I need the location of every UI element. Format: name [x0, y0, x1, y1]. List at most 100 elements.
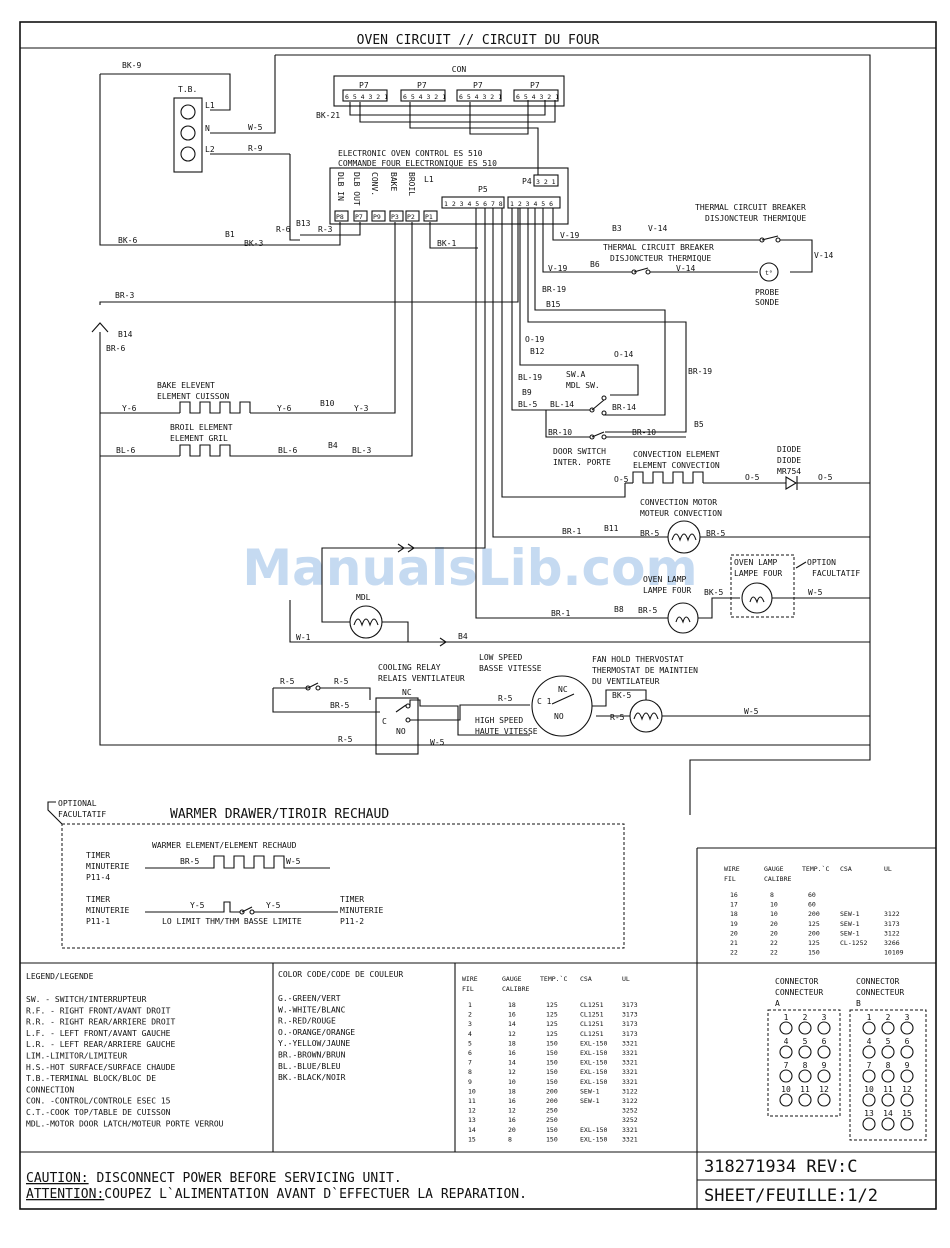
svg-text:A: A [775, 999, 780, 1008]
svg-text:SW.A: SW.A [566, 370, 585, 379]
svg-text:O-5: O-5 [818, 473, 833, 482]
svg-text:OVEN LAMP: OVEN LAMP [643, 575, 687, 584]
svg-text:P4: P4 [522, 177, 532, 186]
table-cell: 19 [730, 920, 738, 928]
table-cell: 200 [808, 929, 820, 937]
svg-text:BR-5: BR-5 [180, 857, 199, 866]
svg-text:ELEMENT GRIL: ELEMENT GRIL [170, 434, 228, 443]
table-header: GAUGE [502, 975, 522, 983]
svg-text:RELAIS VENTILATEUR: RELAIS VENTILATEUR [378, 674, 465, 683]
control-terminal-label: P9 [373, 213, 381, 221]
table-cell: 10 [770, 901, 778, 909]
table-cell: 3 [468, 1020, 472, 1028]
table-cell: 3122 [884, 929, 900, 937]
control-terminal-label: P3 [391, 213, 399, 221]
connector-pin-label: 1 [867, 1013, 872, 1022]
table-cell: 150 [546, 1049, 558, 1057]
svg-text:V-14: V-14 [814, 251, 833, 260]
color-code-item: BL.-BLUE/BLEU [278, 1062, 341, 1071]
svg-text:COOLING RELAY: COOLING RELAY [378, 663, 441, 672]
table-cell: 125 [546, 1020, 558, 1028]
table-cell: 16 [508, 1116, 516, 1124]
table-cell: 150 [546, 1068, 558, 1076]
svg-text:V-14: V-14 [676, 264, 695, 273]
svg-text:BR-5: BR-5 [330, 701, 349, 710]
svg-text:C 1: C 1 [537, 697, 552, 706]
table-header: CALIBRE [502, 985, 529, 993]
svg-text:DOOR SWITCH: DOOR SWITCH [553, 447, 606, 456]
connector-pin [817, 1021, 831, 1035]
table-cell: EXL-150 [580, 1135, 607, 1143]
svg-text:THERMOSTAT DE MAINTIEN: THERMOSTAT DE MAINTIEN [592, 666, 698, 675]
legend: LEGEND/LEGENDE SW. - SWITCH/INTERRUPTEUR… [26, 972, 224, 1128]
table-cell: 9 [468, 1078, 472, 1086]
color-code-item: BK.-BLACK/NOIR [278, 1073, 346, 1082]
table-cell: 6 [468, 1049, 472, 1057]
svg-text:HAUTE VITESSE: HAUTE VITESSE [475, 727, 538, 736]
svg-text:LAMPE FOUR: LAMPE FOUR [643, 586, 691, 595]
fan-speed-switch-icon: NC C 1 NO [531, 675, 593, 737]
connector-pin [862, 1021, 876, 1035]
table-cell: 3321 [622, 1049, 638, 1057]
table-header: CSA [840, 865, 852, 873]
relay-switch [305, 682, 321, 691]
svg-text:Y-5: Y-5 [266, 901, 281, 910]
svg-text:B14: B14 [118, 330, 133, 339]
connector-pin-label: 3 [905, 1013, 910, 1022]
svg-text:HIGH SPEED: HIGH SPEED [475, 716, 523, 725]
svg-text:ELEMENT CUISSON: ELEMENT CUISSON [157, 392, 229, 401]
table-cell: 125 [808, 939, 820, 947]
table-cell: 3122 [884, 910, 900, 918]
table-cell: 150 [546, 1059, 558, 1067]
table-cell: 20 [770, 929, 778, 937]
svg-text:THERMAL CIRCUIT BREAKER: THERMAL CIRCUIT BREAKER [603, 243, 714, 252]
connector-pin-label: 7 [784, 1061, 789, 1070]
svg-text:MDL SW.: MDL SW. [566, 381, 600, 390]
svg-text:CONVECTION MOTOR: CONVECTION MOTOR [640, 498, 717, 507]
svg-text:Y-5: Y-5 [190, 901, 205, 910]
table-cell: 8 [508, 1135, 512, 1143]
connector-pin [862, 1045, 876, 1059]
table-cell: SEW-1 [840, 910, 860, 918]
svg-text:B3: B3 [612, 224, 622, 233]
svg-text:BR-19: BR-19 [542, 285, 566, 294]
connector-pin-label: 13 [864, 1109, 874, 1118]
svg-text:ELECTRONIC OVEN CONTROL ES 510: ELECTRONIC OVEN CONTROL ES 510 [338, 149, 483, 158]
connector-pin [817, 1069, 831, 1083]
svg-text:B10: B10 [320, 399, 335, 408]
connector-pin [900, 1093, 914, 1107]
control-column-label: CONV. [370, 172, 379, 196]
svg-text:OVEN LAMP: OVEN LAMP [734, 558, 778, 567]
svg-text:WARMER ELEMENT/ELEMENT RECHAUD: WARMER ELEMENT/ELEMENT RECHAUD [152, 841, 297, 850]
svg-text:DIODE: DIODE [777, 456, 801, 465]
con-port-pins: 6 5 4 3 2 1 [345, 93, 388, 101]
connector-pin-label: 12 [902, 1085, 912, 1094]
table-cell: EXL-150 [580, 1039, 607, 1047]
connector-pin-label: 5 [803, 1037, 808, 1046]
table-cell: 150 [546, 1135, 558, 1143]
table-cell: 3122 [622, 1087, 638, 1095]
table-cell: 18 [508, 1001, 516, 1009]
svg-text:V-19: V-19 [548, 264, 567, 273]
table-cell: 3122 [622, 1097, 638, 1105]
table-header: WIRE [724, 865, 740, 873]
oven-lamp-bulb-icon [667, 602, 699, 634]
svg-text:R-5: R-5 [610, 713, 625, 722]
table-cell: 150 [546, 1078, 558, 1086]
svg-text:MINUTERIE: MINUTERIE [86, 862, 130, 871]
svg-text:SONDE: SONDE [755, 298, 779, 307]
control-terminal-label: P2 [407, 213, 415, 221]
control-column-label: BROIL [407, 172, 416, 196]
svg-text:1 2 3 4 5 6: 1 2 3 4 5 6 [510, 200, 553, 208]
table-cell: 3173 [622, 1020, 638, 1028]
svg-text:BK-1: BK-1 [437, 239, 456, 248]
table-cell: 250 [546, 1107, 558, 1115]
table-cell: 200 [808, 910, 820, 918]
table-cell: 18 [508, 1087, 516, 1095]
table-cell: 16 [508, 1097, 516, 1105]
color-code-item: O.-ORANGE/ORANGE [278, 1028, 355, 1037]
mdl-motor-icon [349, 605, 383, 639]
svg-text:BAKE ELEVENT: BAKE ELEVENT [157, 381, 215, 390]
legend-item: T.B.-TERMINAL BLOCK/BLOC DE [26, 1074, 156, 1083]
